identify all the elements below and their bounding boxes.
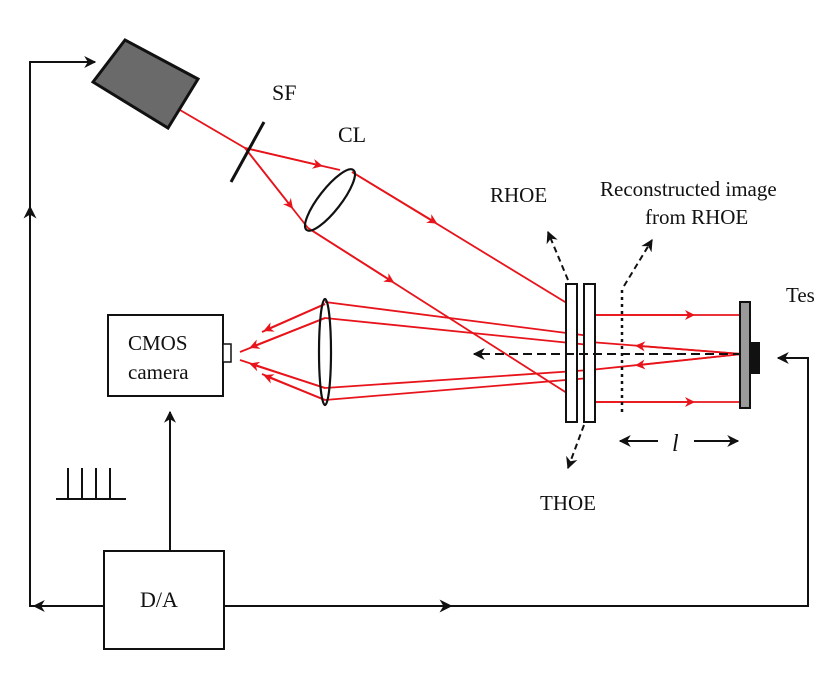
label-cmos-line2: camera: [128, 360, 189, 384]
beam-paths: [179, 109, 743, 407]
beam-plate-to-lens-4: [324, 377, 591, 401]
test-object-actuator: [750, 342, 760, 374]
label-thoe: THOE: [540, 491, 596, 515]
label-rhoe: RHOE: [490, 183, 547, 207]
da-to-laser-line: [29, 56, 104, 607]
label-distance: l: [672, 431, 679, 457]
beam-plate-to-lens-3: [324, 369, 591, 389]
da-converter-box: [103, 550, 225, 650]
label-reconstructed-line1: Reconstructed image: [600, 177, 777, 201]
label-cl: CL: [338, 122, 366, 147]
pulse-train-icon: [56, 468, 126, 500]
label-cmos-line1: CMOS: [128, 331, 188, 355]
test-object-plate: [739, 301, 751, 409]
collimating-lens: [303, 168, 357, 232]
label-sf: SF: [272, 80, 296, 105]
beam-plate-to-lens-1: [324, 301, 591, 337]
rhoe-pointer: [546, 230, 569, 281]
cmos-camera-aperture: [222, 343, 232, 363]
label-da: D/A: [140, 587, 178, 612]
thoe-pointer: [566, 424, 585, 470]
spatial-filter-icon: [229, 121, 266, 183]
label-reconstructed-line2: from RHOE: [645, 205, 748, 229]
imaging-lens: [317, 297, 333, 407]
control-lines: [23, 56, 809, 613]
beam-arrow-cl: [244, 147, 323, 169]
cmos-camera-box: [107, 314, 224, 397]
beam-plate-to-lens-2: [324, 317, 591, 346]
laser-source-icon: [90, 38, 201, 131]
label-test-object: Tes: [786, 283, 815, 307]
beam-laser-to-sf: [179, 109, 246, 149]
da-to-test-object-line: [224, 352, 809, 607]
reconstructed-pointer: [623, 238, 653, 287]
